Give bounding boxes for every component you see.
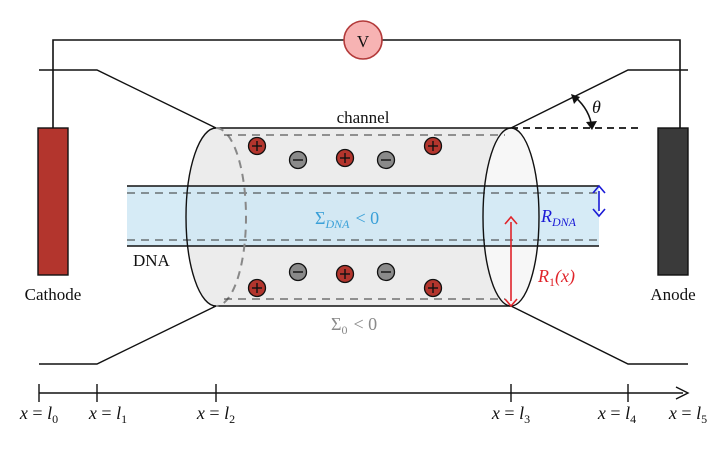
theta-label: θ (592, 97, 601, 117)
r1-arrow-bottom (504, 298, 518, 308)
negative-charge-icon (288, 262, 308, 282)
r1-symbol: R (537, 266, 549, 286)
right-bottom-wall (510, 305, 688, 365)
negative-charge-icon (376, 262, 396, 282)
positive-charge-icon (247, 136, 267, 156)
cathode-label: Cathode (25, 285, 82, 304)
r1-label: R1(x) (537, 266, 575, 289)
negative-charge-icon (288, 150, 308, 170)
positive-charge-icon (423, 136, 443, 156)
dna-band (127, 186, 599, 246)
sigma0-label: Σ0 < 0 (331, 314, 377, 337)
sigma-dna-subscript: DNA (324, 217, 350, 231)
channel-label: channel (337, 108, 390, 127)
sigma-dna-label: ΣDNA < 0 (315, 208, 379, 231)
x-axis-arrowhead (675, 386, 690, 400)
positive-charge-icon (247, 278, 267, 298)
anode-label: Anode (650, 285, 695, 304)
sigma0-symbol: Σ (331, 314, 341, 334)
left-top-wall (39, 69, 217, 129)
right-top-wall (510, 69, 688, 129)
channel-left-front-arc (185, 127, 217, 307)
theta-arrowhead-top (571, 94, 580, 104)
x-tick-label: x = l4 (597, 403, 636, 426)
surface-charges (247, 136, 443, 298)
theta-arrowhead-bottom (586, 121, 597, 130)
x-axis-ticks: x = l0 x = l1 x = l2 x = l3 x = l4 x = l5 (19, 384, 707, 426)
r-dna-subscript: DNA (551, 215, 577, 229)
sigma0-relation: < 0 (353, 314, 377, 334)
negative-charge-icon (376, 150, 396, 170)
channel-left-back-arc (215, 127, 247, 307)
x-tick-label: x = l2 (196, 403, 235, 426)
left-bottom-wall (39, 305, 217, 365)
anode-electrode (657, 127, 689, 276)
x-tick-label: x = l1 (88, 403, 127, 426)
voltmeter-circle (343, 20, 383, 60)
voltmeter-label: V (357, 32, 370, 51)
dna-label: DNA (133, 251, 171, 270)
r1-arrow-top (504, 215, 518, 225)
reservoir-walls (39, 69, 688, 365)
cathode-electrode (37, 127, 69, 276)
r1-subscript: 1 (549, 275, 555, 289)
x-tick-label: x = l3 (491, 403, 530, 426)
sigma-dna-symbol: Σ (315, 208, 325, 228)
sigma0-subscript: 0 (341, 323, 347, 337)
voltmeter: V (343, 20, 383, 60)
x-tick-label: x = l5 (668, 403, 707, 426)
r-dna-arrow-bottom (592, 208, 606, 218)
positive-charge-icon (335, 148, 355, 168)
r-dna-label: RDNA (540, 206, 577, 229)
sigma-dna-relation: < 0 (355, 208, 379, 228)
x-tick-label: x = l0 (19, 403, 58, 426)
positive-charge-icon (335, 264, 355, 284)
r1-argument: (x) (555, 266, 575, 287)
r-dna-arrow-top (592, 184, 606, 194)
positive-charge-icon (423, 278, 443, 298)
r-dna-symbol: R (540, 206, 552, 226)
